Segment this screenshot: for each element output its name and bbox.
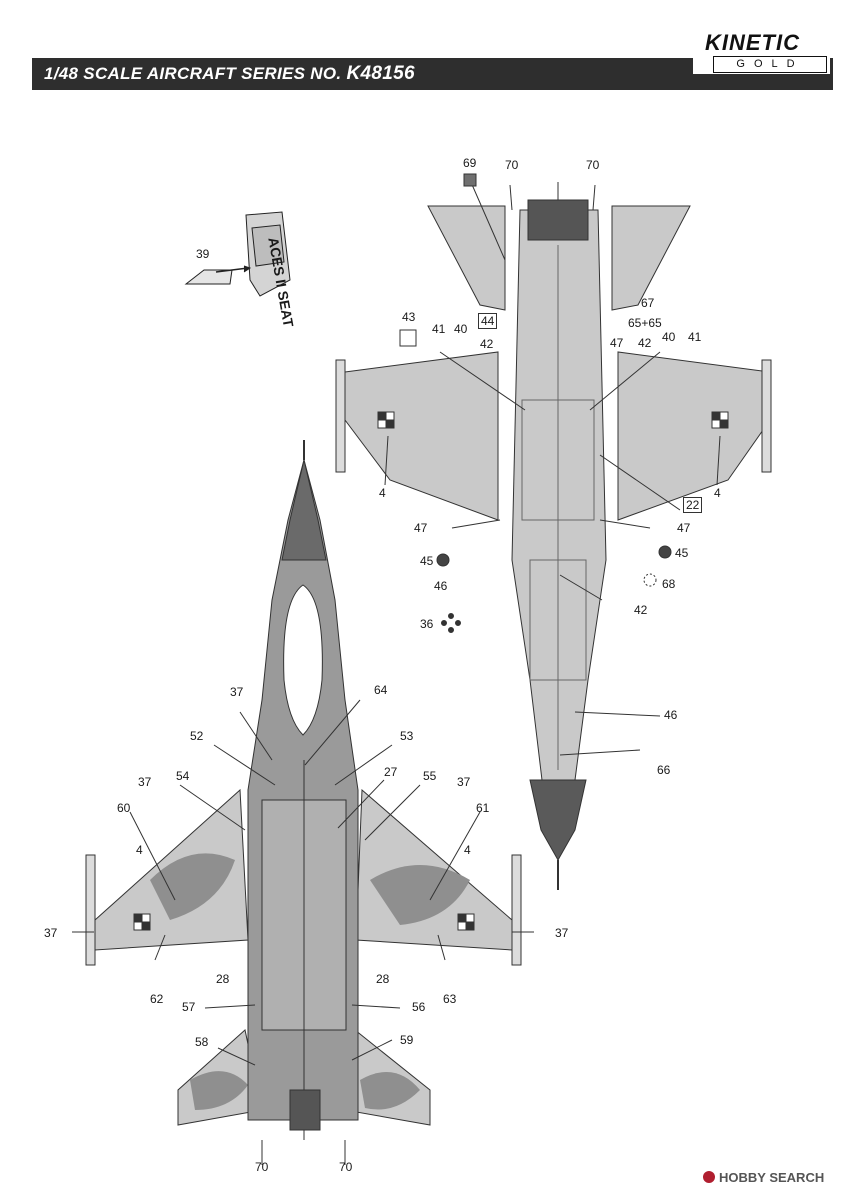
callout-39: 39 — [196, 247, 210, 261]
callout-61: 61 — [476, 801, 490, 815]
callout-54: 54 — [176, 769, 190, 783]
callout-45: 45 — [420, 554, 434, 568]
underside-view — [335, 173, 772, 890]
callout-47: 47 — [677, 521, 691, 535]
callout-45: 45 — [675, 546, 689, 560]
topside-roundel-left — [133, 913, 151, 931]
logo-brand: KINETIC — [705, 30, 800, 55]
callout-58: 58 — [195, 1035, 209, 1049]
page-title: 1/48 SCALE AIRCRAFT SERIES NO. K48156 — [44, 63, 415, 85]
topside-roundel-right — [457, 913, 475, 931]
aces-seat-drawing — [184, 211, 291, 297]
title-text: 1/48 SCALE AIRCRAFT SERIES NO. — [44, 64, 342, 83]
logo-sub: GOLD — [713, 56, 827, 73]
callout-46: 46 — [664, 708, 678, 722]
callout-37: 37 — [44, 926, 58, 940]
callout-4: 4 — [379, 486, 386, 500]
callout-40: 40 — [454, 322, 468, 336]
callout-27: 27 — [384, 765, 398, 779]
callout-70: 70 — [339, 1160, 353, 1174]
callout-44: 44 — [478, 313, 498, 329]
callout-40: 40 — [662, 330, 676, 344]
callout-37: 37 — [138, 775, 152, 789]
series-number: K48156 — [346, 63, 415, 84]
underside-roundel-left — [377, 411, 395, 429]
callout-4: 4 — [464, 843, 471, 857]
callout-47: 47 — [414, 521, 428, 535]
decal-68 — [643, 573, 657, 587]
underside-roundel-right — [711, 411, 729, 429]
topside-view — [72, 440, 534, 1165]
hobby-search-icon — [703, 1171, 715, 1183]
callout-41: 41 — [688, 330, 702, 344]
callout-52: 52 — [190, 729, 204, 743]
kinetic-gold-logo: KINETIC GOLD — [693, 30, 830, 74]
callout-57: 57 — [182, 1000, 196, 1014]
decal-43-box — [399, 329, 417, 347]
callout-28: 28 — [216, 972, 230, 986]
decal-36 — [441, 613, 461, 633]
callout-67: 67 — [641, 296, 655, 310]
callout-56: 56 — [412, 1000, 426, 1014]
callout-42: 42 — [634, 603, 648, 617]
callout-42: 42 — [638, 336, 652, 350]
callout-41: 41 — [432, 322, 446, 336]
callout-70: 70 — [255, 1160, 269, 1174]
callout-37: 37 — [230, 685, 244, 699]
callout-63: 63 — [443, 992, 457, 1006]
callout-28: 28 — [376, 972, 390, 986]
callout-46: 46 — [434, 579, 448, 593]
callout-42: 42 — [480, 337, 494, 351]
callout-22: 22 — [683, 497, 703, 513]
callout-4: 4 — [136, 843, 143, 857]
callout-64: 64 — [374, 683, 388, 697]
callout-62: 62 — [150, 992, 164, 1006]
hobby-search-watermark: HOBBY SEARCH — [703, 1170, 824, 1185]
callout-37: 37 — [555, 926, 569, 940]
callout-4: 4 — [714, 486, 721, 500]
callout-70: 70 — [505, 158, 519, 172]
callout-55: 55 — [423, 769, 437, 783]
callout-36: 36 — [420, 617, 434, 631]
callout-68: 68 — [662, 577, 676, 591]
callout-43: 43 — [402, 310, 416, 324]
decal-45-left — [436, 553, 450, 567]
callout-66: 66 — [657, 763, 671, 777]
callout-47: 47 — [610, 336, 624, 350]
callout-37: 37 — [457, 775, 471, 789]
callout-65-65: 65+65 — [628, 316, 662, 330]
decal-69-swatch — [463, 173, 477, 187]
callout-60: 60 — [117, 801, 131, 815]
decal-45-right — [658, 545, 672, 559]
watermark-text: HOBBY SEARCH — [719, 1170, 825, 1185]
callout-59: 59 — [400, 1033, 414, 1047]
callout-70: 70 — [586, 158, 600, 172]
callout-53: 53 — [400, 729, 414, 743]
callout-69: 69 — [463, 156, 477, 170]
